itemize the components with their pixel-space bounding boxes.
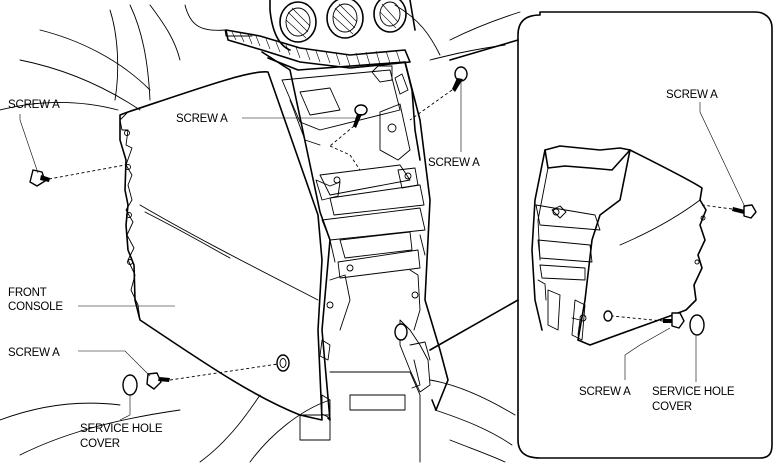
label-screw-a-inset-top: SCREW A — [666, 89, 718, 101]
screw-bottom-left — [146, 363, 279, 390]
air-vents — [269, 0, 416, 51]
label-screw-a-bottom-left: SCREW A — [8, 347, 60, 359]
inset-console-side-panel — [577, 149, 707, 346]
background-interior-outline — [0, 4, 521, 463]
label-screw-a-inset-bottom: SCREW A — [579, 386, 631, 398]
label-service-hole-cover-left-line1: SERVICE HOLE — [80, 423, 163, 435]
inset-detail-view — [429, 11, 773, 459]
center-console-frame — [261, 51, 449, 421]
label-screw-a-right: SCREW A — [428, 157, 480, 169]
label-service-hole-cover-right-line2: COVER — [652, 401, 692, 413]
label-service-hole-cover-left-line2: COVER — [80, 438, 120, 450]
inset-console-frame — [531, 145, 631, 341]
front-console-side-panel — [119, 71, 323, 421]
screw-center — [329, 104, 368, 171]
label-front-console-line2: CONSOLE — [8, 301, 63, 313]
label-screw-a-center: SCREW A — [176, 113, 228, 125]
dash-cut-section — [225, 29, 411, 69]
service-hole-cover-right — [689, 314, 705, 336]
inset-screw-top — [701, 204, 757, 219]
label-service-hole-cover-right-line1: SERVICE HOLE — [652, 386, 735, 398]
screw-left — [29, 164, 126, 187]
inset-screw-bottom — [611, 312, 685, 329]
leader-lines — [19, 80, 746, 421]
label-front-console-line1: FRONT — [8, 287, 47, 299]
label-screw-a-left: SCREW A — [8, 99, 60, 111]
service-hole-cover-left — [122, 374, 138, 396]
